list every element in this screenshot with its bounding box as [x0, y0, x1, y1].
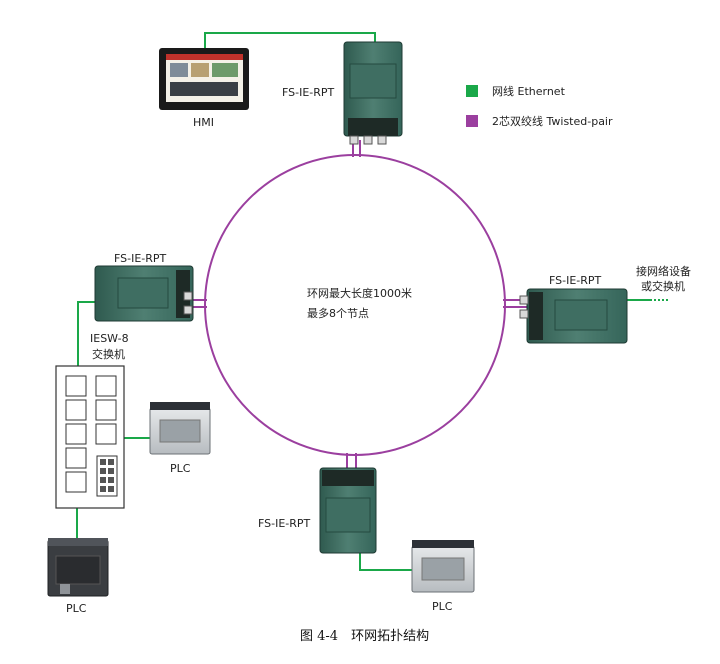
plc-bottom-left-label: PLC: [66, 602, 87, 615]
plc-bottom-right-top-strip: [412, 540, 474, 548]
repeater-bottom-face: [325, 497, 371, 533]
repeater-top: [343, 41, 403, 145]
repeater-right-face: [554, 299, 608, 331]
switch-led-3: [100, 468, 106, 474]
twisted-pair-ring: [192, 140, 527, 468]
legend-twisted-pair-swatch: [466, 115, 478, 127]
repeater-right-port-2: [519, 309, 529, 319]
repeater-top-port-1: [349, 135, 359, 145]
ethernet-repeater-to-plc-bottom-right: [359, 548, 418, 571]
iesw-8-switch: [55, 365, 125, 509]
switch-led-8: [108, 486, 114, 492]
plc-middle-label: PLC: [170, 462, 191, 475]
repeater-left-port-2: [183, 305, 193, 315]
ring-circle: [204, 154, 506, 456]
repeater-bottom-terminals: [322, 470, 374, 486]
repeater-right-port-1: [519, 295, 529, 305]
switch-label-line1: IESW-8: [90, 332, 129, 345]
repeater-right-label: FS-IE-RPT: [549, 274, 602, 287]
hmi-screen-footer: [170, 82, 238, 96]
switch-port-l2: [65, 399, 87, 421]
plc-bottom-left-port: [60, 584, 70, 594]
repeater-top-face: [349, 63, 397, 99]
legend: 网线 Ethernet 2芯双绞线 Twisted-pair: [466, 84, 613, 128]
hmi-screen-panel-2: [191, 63, 209, 77]
legend-ethernet-label: 网线 Ethernet: [492, 84, 566, 98]
figure-caption: 图 4-4 环网拓扑结构: [300, 629, 429, 644]
switch-led-6: [108, 477, 114, 483]
plc-bottom-left-face: [55, 555, 101, 585]
switch-port-l5: [65, 471, 87, 493]
switch-port-r2: [95, 399, 117, 421]
plc-bottom-right-face: [421, 557, 465, 581]
legend-twisted-pair-label: 2芯双绞线 Twisted-pair: [492, 114, 613, 128]
switch-led-5: [100, 477, 106, 483]
ethernet-hmi-to-repeater: [204, 32, 376, 50]
hmi-screen-panel-3: [212, 63, 238, 77]
plc-bottom-right: [411, 540, 475, 593]
plc-middle: [149, 402, 211, 455]
plc-middle-top-strip: [150, 402, 210, 410]
switch-led-7: [100, 486, 106, 492]
plc-bottom-right-label: PLC: [432, 600, 453, 613]
repeater-top-label: FS-IE-RPT: [282, 86, 335, 99]
repeater-bottom-label: FS-IE-RPT: [258, 517, 311, 530]
switch-led-1: [100, 459, 106, 465]
legend-ethernet-swatch: [466, 85, 478, 97]
ring-nodes-text: 最多8个节点: [307, 306, 369, 320]
switch-port-r3: [95, 423, 117, 445]
repeater-left-port-1: [183, 291, 193, 301]
ring-length-text: 环网最大长度1000米: [307, 286, 412, 300]
repeater-left-face: [117, 277, 169, 309]
hmi-screen-panel-1: [170, 63, 188, 77]
switch-led-2: [108, 459, 114, 465]
hmi-device: [159, 48, 249, 110]
network-label-line1: 接网络设备: [636, 264, 691, 278]
plc-bottom-left-top-strip: [48, 538, 108, 546]
repeater-left: [94, 265, 194, 322]
repeater-left-label: FS-IE-RPT: [114, 252, 167, 265]
switch-port-l1: [65, 375, 87, 397]
switch-port-r1: [95, 375, 117, 397]
plc-middle-face: [159, 419, 201, 443]
repeater-top-port-2: [363, 135, 373, 145]
network-label-line2: 或交换机: [641, 279, 685, 293]
repeater-top-port-3: [377, 135, 387, 145]
plc-bottom-left: [47, 538, 109, 597]
repeater-bottom: [319, 467, 377, 554]
hmi-label: HMI: [193, 116, 214, 129]
switch-port-l3: [65, 423, 87, 445]
repeater-top-terminals: [348, 118, 398, 136]
repeater-right: [519, 288, 628, 344]
switch-led-4: [108, 468, 114, 474]
hmi-screen-banner: [166, 54, 243, 60]
switch-port-l4: [65, 447, 87, 469]
switch-label-line2: 交换机: [92, 347, 125, 361]
repeater-right-terminals: [529, 292, 543, 340]
